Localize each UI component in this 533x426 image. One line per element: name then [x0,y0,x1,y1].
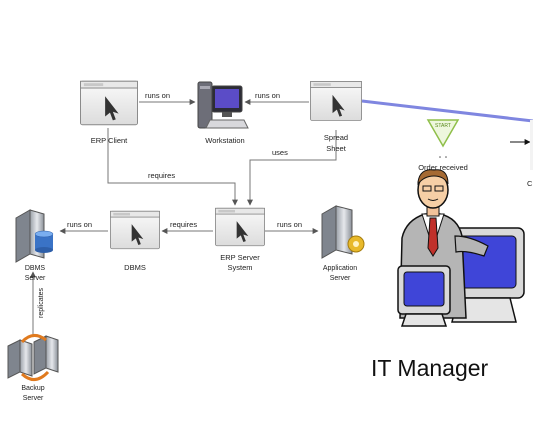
node-label-line-1: DBMS [25,265,46,272]
database-server-icon [15,209,54,263]
node-label-line-1: ERP Server [220,253,260,262]
label-replicates: replicates [38,288,45,318]
it-manager-figure [397,169,525,327]
edge-sheet-uses-server [247,130,337,206]
monitor-screen [403,271,445,307]
node-backup-server[interactable]: Backup Server [7,334,59,402]
label-runs-on-1: runs on [145,91,170,100]
window-icon [310,81,362,121]
application-server-icon [321,205,365,259]
window-icon [80,80,138,126]
node-label-line-2: System [227,263,252,272]
node-label: Workstation [205,136,244,145]
start-label: START [435,123,451,129]
label-requires-1: requires [148,171,175,180]
label-runs-on-4: runs on [277,220,302,229]
window-icon [110,210,160,250]
label-runs-on-2: runs on [255,91,280,100]
node-label-line-2: Server [23,395,44,402]
node-label-line-1: Backup [21,385,44,392]
node-workstation[interactable]: Workstation [197,81,249,145]
connectors [30,99,337,335]
node-label: DBMS [124,263,146,272]
node-dbms[interactable]: DBMS [110,210,160,272]
edge-labels: runs on runs on requires uses requires r… [38,91,302,318]
node-label-line-2: Sheet [326,144,347,153]
window-icon [215,207,265,247]
process-start-event[interactable]: START Order received [418,119,468,172]
start-triangle-icon [426,119,460,148]
node-erp-server-system[interactable]: ERP Server System [215,207,265,272]
label-runs-on-3: runs on [67,220,92,229]
edge-client-requires-server [107,128,238,206]
node-spread-sheet[interactable]: Spread Sheet [310,81,362,154]
backup-server-icon [7,334,59,381]
label-requires-2: requires [170,220,197,229]
order-received-label: Order received [418,163,468,172]
label-uses: uses [272,148,288,157]
node-label-line-1: Spread [324,133,348,142]
node-erp-client[interactable]: ERP Client [80,80,138,145]
process-cut-off-box [530,120,533,170]
workstation-icon [197,81,249,129]
node-label: ERP Client [91,136,128,145]
node-label-line-2: Server [25,275,46,282]
dot [439,156,441,158]
dot [445,156,447,158]
it-manager-label: IT Manager [371,355,489,381]
node-label-line-2: Server [330,275,351,282]
node-dbms-server[interactable]: DBMS Server [15,209,54,282]
process-cut-off-label: C [527,179,533,188]
node-application-server[interactable]: Application Server [321,205,365,282]
highlight-link-line [361,99,533,123]
node-label-line-1: Application [323,265,357,272]
